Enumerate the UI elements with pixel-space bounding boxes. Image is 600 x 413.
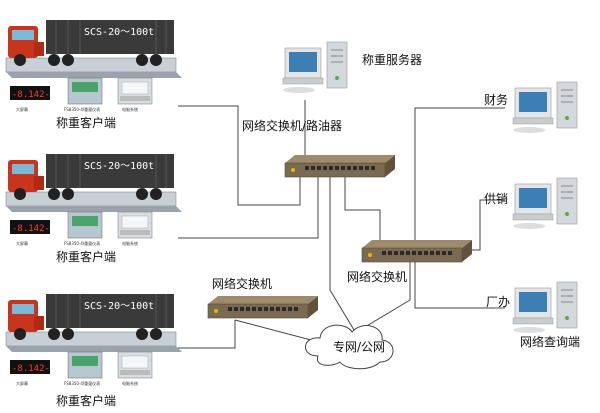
readout-3: -8.142-	[12, 364, 50, 374]
link-client3-switch	[178, 320, 236, 349]
truck-label-1: SCS-20～100t	[84, 27, 154, 38]
finance-label: 财务	[484, 92, 508, 107]
server-computer	[282, 41, 348, 94]
client-label-3: 称重客户端	[56, 393, 116, 408]
readout-2: -8.142-	[12, 224, 50, 234]
caption-big-screen-3: 大屏幕	[16, 380, 28, 386]
caption-pc-3: 电脑系统	[122, 380, 138, 386]
server-label: 称重服务器	[362, 52, 422, 67]
router-label: 网络交换机/路油器	[242, 118, 342, 133]
cloud-icon	[305, 324, 394, 370]
supply-computer	[512, 177, 578, 230]
link-router-cloud	[329, 175, 361, 341]
link-factory	[414, 262, 505, 309]
query-terminal-label: 网络查询端	[520, 334, 580, 349]
caption-pc-2: 电脑系统	[122, 240, 138, 246]
factory-label: 厂办	[486, 294, 510, 309]
caption-big-screen-2: 大屏幕	[16, 240, 28, 246]
caption-instrument-3: FS8350-4I重量仪表	[64, 380, 100, 386]
client-label-2: 称重客户端	[56, 249, 116, 264]
caption-instrument-1: FS8350-4I重量仪表	[64, 106, 100, 112]
link-router-switch	[344, 175, 381, 245]
client-label-1: 称重客户端	[56, 115, 116, 130]
link-client2-router	[178, 175, 319, 239]
lower-switch-label: 网络交换机	[212, 276, 272, 291]
cloud-label: 专网/公网	[333, 339, 385, 354]
link-switch-cloud2	[359, 260, 411, 331]
factory-computer	[512, 281, 578, 334]
lower-switch	[207, 295, 319, 319]
supply-label: 供销	[484, 192, 508, 206]
caption-big-screen-1: 大屏幕	[16, 106, 28, 112]
truck-label-2: SCS-20～100t	[84, 161, 154, 172]
link-client1-router	[178, 105, 301, 206]
caption-instrument-2: FS8350-4I重量仪表	[64, 240, 100, 246]
router-switch	[284, 154, 396, 178]
link-finance	[414, 107, 505, 245]
center-switch	[361, 239, 473, 263]
truck-label-3: SCS-20～100t	[84, 301, 154, 312]
center-switch-label: 网络交换机	[347, 269, 407, 284]
readout-1: -8.142-	[12, 90, 50, 100]
finance-computer	[512, 81, 578, 134]
caption-pc-1: 电脑系统	[122, 106, 138, 112]
connection-lines	[178, 100, 505, 349]
